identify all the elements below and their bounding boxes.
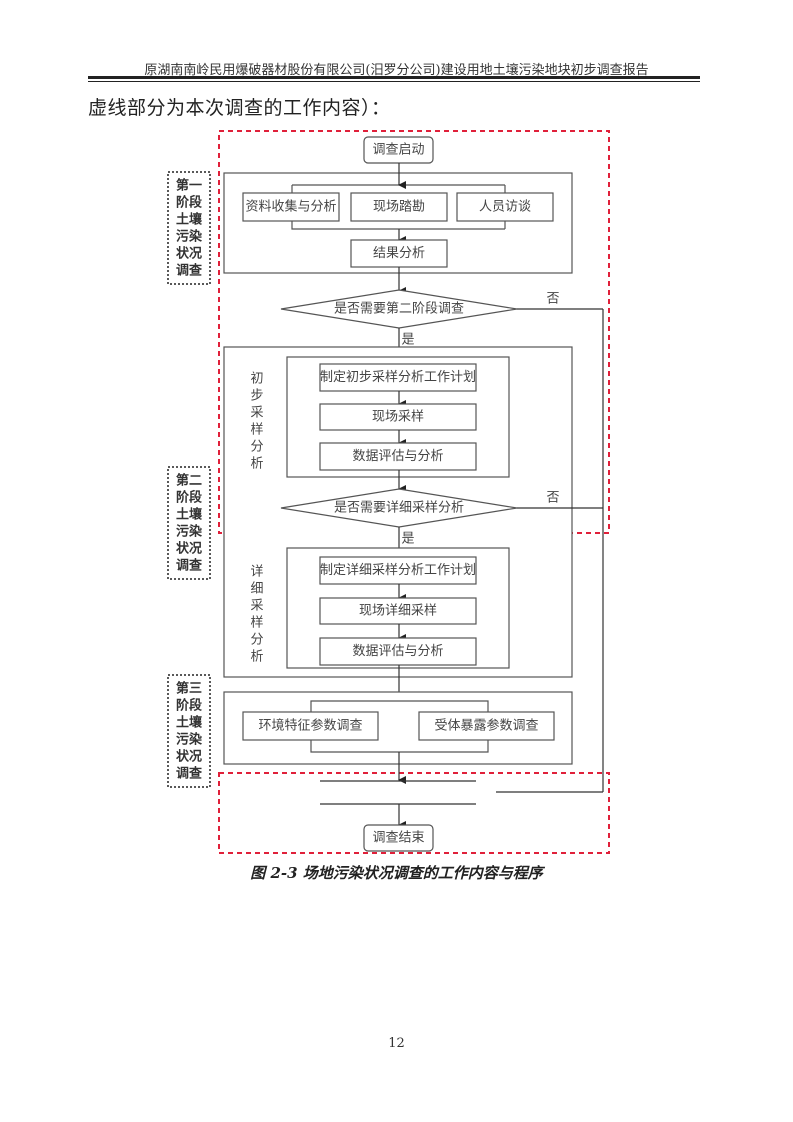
- stage2-label-line: 土壤: [176, 507, 203, 523]
- stage3-label-line: 状况: [176, 749, 202, 765]
- task-env-params-label: 环境特征参数调查: [258, 718, 362, 734]
- scope-boundary-lower: [218, 772, 610, 854]
- detailed-sampling-label-char: 析: [250, 650, 263, 665]
- end-node-label: 调查结束: [372, 831, 424, 846]
- stage1-label-line: 状况: [176, 246, 202, 262]
- stage2-label-line: 第二: [176, 473, 202, 489]
- detailed-sampling-label-char: 细: [250, 582, 263, 597]
- initial-sampling-label-char: 分: [250, 440, 263, 455]
- initial-sampling-label-char: 样: [250, 423, 263, 438]
- task-interviews: [456, 192, 554, 222]
- stage1-label-line: 调查: [176, 263, 203, 279]
- task-data-collection: [242, 192, 340, 222]
- step-detailed-plan-label: 制定详细采样分析工作计划: [320, 563, 476, 578]
- stage2-label: [167, 466, 211, 580]
- header-rule-thin: [88, 81, 700, 82]
- task-site-visit: [350, 192, 448, 222]
- stage1-label-line: 土壤: [176, 212, 203, 228]
- initial-sampling-label-char: 初: [250, 372, 263, 387]
- step-initial-plan-label: 制定初步采样分析工作计划: [320, 370, 476, 385]
- intro-text: 虚线部分为本次调查的工作内容）：: [88, 97, 391, 119]
- stage2-label-line: 调查: [176, 558, 203, 574]
- page-number: 12: [388, 1036, 405, 1051]
- stage2-label-line: 状况: [176, 541, 202, 557]
- stage3-label-line: 污染: [176, 732, 203, 748]
- decision1-yes-label: 是: [401, 333, 414, 348]
- initial-sampling-label-char: 采: [250, 406, 263, 421]
- step-site-sampling-label: 现场采样: [372, 410, 424, 425]
- running-header: 原湖南南岭民用爆破器材股份有限公司(汨罗分公司)建设用地土壤污染地块初步调查报告: [144, 63, 649, 78]
- step-detailed-sampling-label: 现场详细采样: [359, 604, 437, 619]
- step-detailed-plan: [319, 556, 477, 585]
- stage3-label: [167, 674, 211, 788]
- stage3-label-line: 第三: [176, 681, 202, 697]
- stage3-label-line: 调查: [176, 766, 203, 782]
- detailed-sampling-label-char: 分: [250, 633, 263, 648]
- decision2-no-label: 否: [546, 491, 559, 506]
- detailed-sampling-label-char: 详: [250, 565, 263, 580]
- detailed-sampling-label-char: 样: [250, 616, 263, 631]
- scope-boundary-upper: [218, 130, 610, 534]
- figure-caption: 图 2-3 场地污染状况调查的工作内容与程序: [250, 864, 543, 882]
- end-node: [363, 824, 434, 852]
- task-interviews-label: 人员访谈: [479, 200, 531, 215]
- stage3-label-line: 土壤: [176, 715, 203, 731]
- initial-sampling-label-char: 步: [250, 389, 263, 404]
- task-data-collection-label: 资料收集与分析: [245, 199, 336, 215]
- step-data-eval-2-label: 数据评估与分析: [352, 644, 443, 659]
- task-exposure-params-label: 受体暴露参数调查: [434, 718, 538, 734]
- decision1-no-label: 否: [546, 292, 559, 307]
- stage2-label-line: 污染: [176, 524, 203, 540]
- task-env-params: [242, 711, 379, 741]
- header-rule-thick: [88, 76, 700, 79]
- stage3-label-line: 阶段: [176, 698, 202, 714]
- start-node-label: 调查启动: [372, 143, 424, 158]
- decision-stage2-label: 是否需要第二阶段调查: [334, 302, 464, 317]
- decision2-yes-label: 是: [401, 532, 414, 547]
- step-detailed-sampling: [319, 597, 477, 625]
- stage2-label-line: 阶段: [176, 490, 202, 506]
- step-initial-plan: [319, 363, 477, 392]
- task-result-analysis-label: 结果分析: [373, 246, 425, 261]
- step-data-eval-2: [319, 637, 477, 666]
- step-site-sampling: [319, 403, 477, 431]
- decision-detailed-label: 是否需要详细采样分析: [334, 501, 464, 516]
- detailed-sampling-label-char: 采: [250, 599, 263, 614]
- stage1-label: [167, 171, 211, 285]
- stage1-label-line: 阶段: [176, 195, 202, 211]
- step-data-eval-1-label: 数据评估与分析: [352, 449, 443, 464]
- task-site-visit-label: 现场踏勘: [373, 200, 425, 215]
- step-data-eval-1: [319, 442, 477, 471]
- stage1-label-line: 污染: [176, 229, 203, 245]
- initial-sampling-label-char: 析: [250, 457, 263, 472]
- task-exposure-params: [418, 711, 555, 741]
- stage1-label-line: 第一: [176, 178, 202, 194]
